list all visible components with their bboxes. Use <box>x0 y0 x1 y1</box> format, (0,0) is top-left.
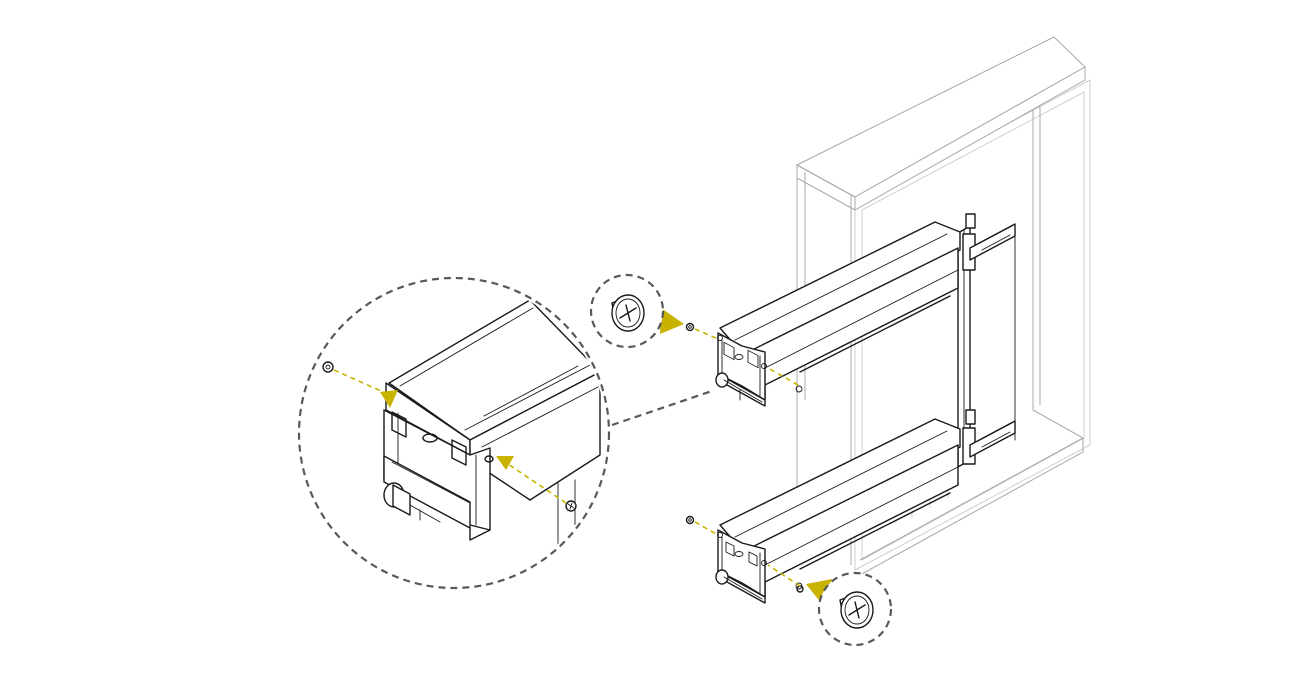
loose-screws <box>685 322 804 593</box>
pullout-frame <box>957 213 1016 468</box>
detail-arrowhead-upper <box>380 390 398 408</box>
arrow-bottom-right <box>767 564 801 587</box>
detail-screw-upper <box>322 361 334 373</box>
arrow-top-left <box>694 328 719 340</box>
runner-bottom <box>969 420 1016 458</box>
screw-bottom-left <box>685 515 695 525</box>
arrow-heads <box>660 308 832 604</box>
detail-slot-left <box>391 411 407 438</box>
detail-arrowhead-lower <box>496 456 514 470</box>
detail-callout <box>297 276 611 590</box>
arrowhead-screw-bottom <box>806 579 832 604</box>
screw-top-left <box>685 322 695 332</box>
arrowhead-screw-top <box>660 308 684 334</box>
basket-top <box>715 221 961 407</box>
cabinet <box>795 36 1091 576</box>
basket-bottom-wheel <box>715 569 729 585</box>
detail-center-hole <box>422 433 438 443</box>
detail-leader-line <box>611 389 713 427</box>
arrow-bottom-left <box>694 521 719 536</box>
runner-top <box>969 223 1016 261</box>
phillips-screw-icon <box>839 591 874 629</box>
basket-top-wheel <box>715 372 729 388</box>
cabinet-top-panel <box>795 36 1086 198</box>
detail-slot-right <box>451 439 467 466</box>
basket-bottom <box>715 418 961 604</box>
screw-callout-bottom <box>817 571 893 647</box>
assembly-arrows <box>694 328 801 587</box>
detail-screw-hole <box>484 455 494 463</box>
phillips-screw-icon <box>611 294 645 332</box>
screw-callout-top <box>589 273 665 349</box>
arrow-top-right <box>767 367 799 386</box>
